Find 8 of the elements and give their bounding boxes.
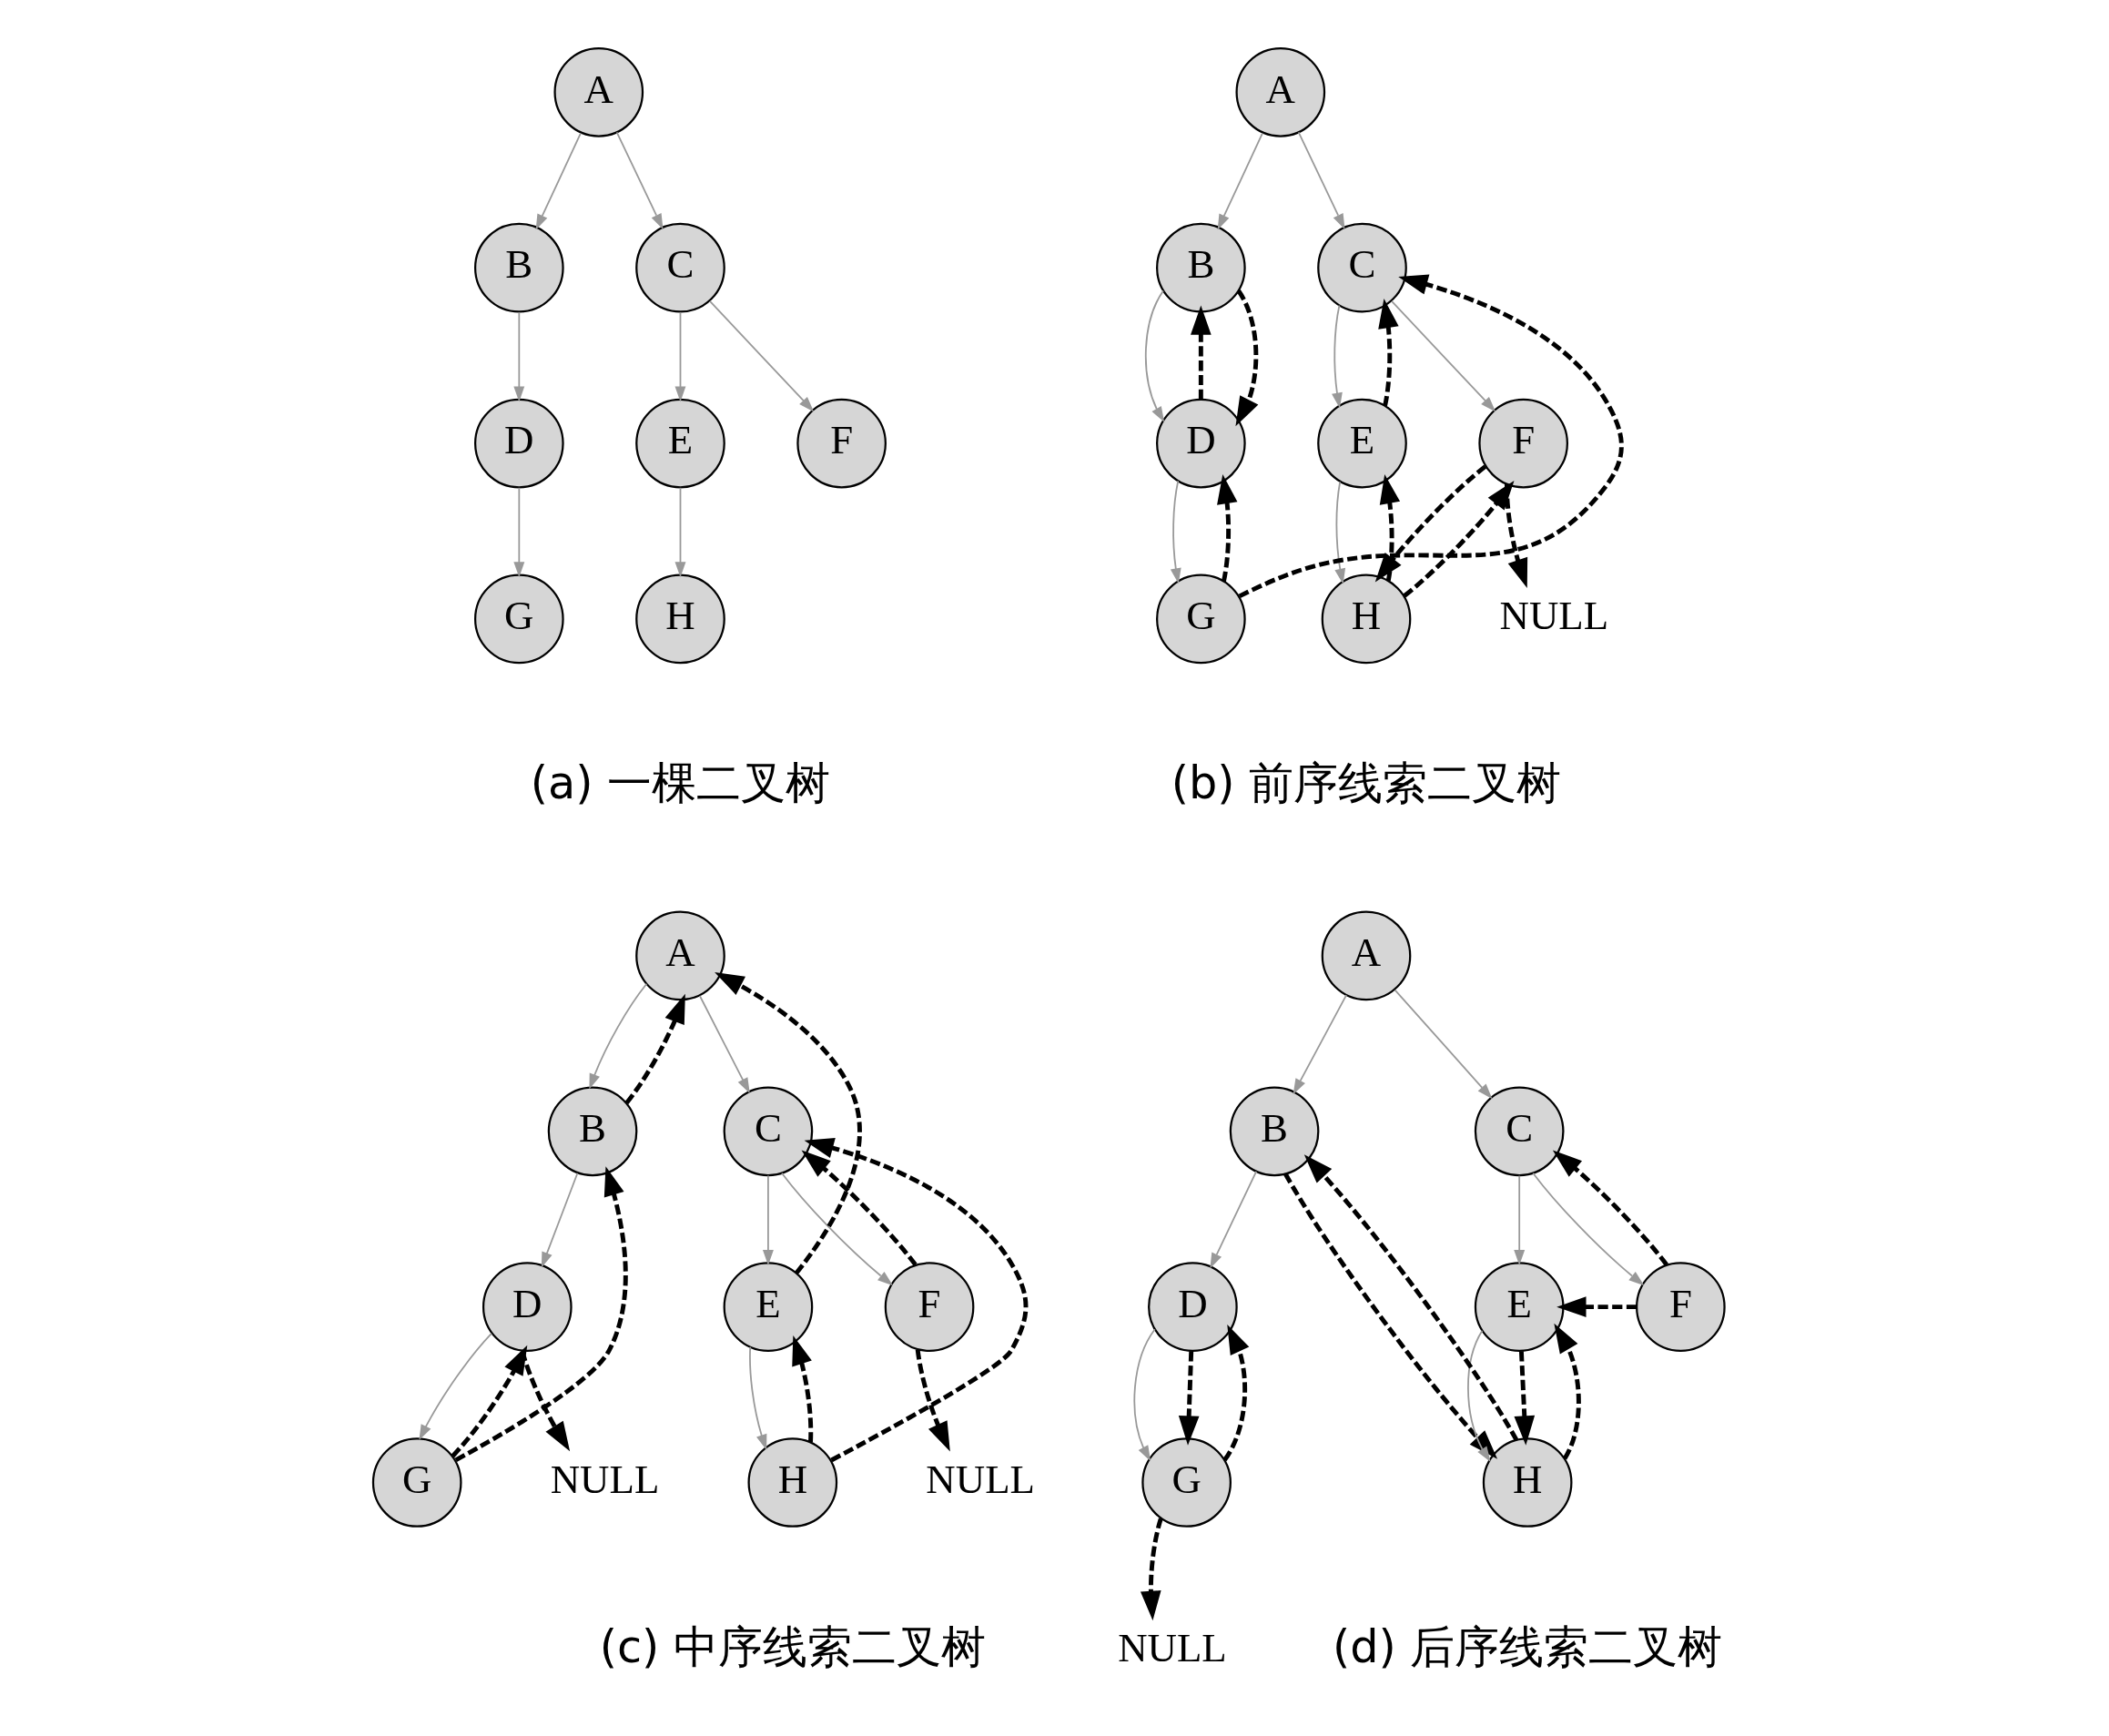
node-text: NULL [550, 1456, 659, 1502]
label: (b) 前序线索二叉树 [1171, 756, 1561, 810]
node-text: NULL [1117, 1624, 1227, 1670]
node-text: NULL [1499, 593, 1608, 639]
label: (d) 后序线索二叉树 [1332, 1620, 1722, 1674]
label: (c) 中序线索二叉树 [599, 1620, 986, 1674]
node-text: NULL [925, 1456, 1035, 1502]
label: (a) 一棵二叉树 [530, 756, 830, 810]
